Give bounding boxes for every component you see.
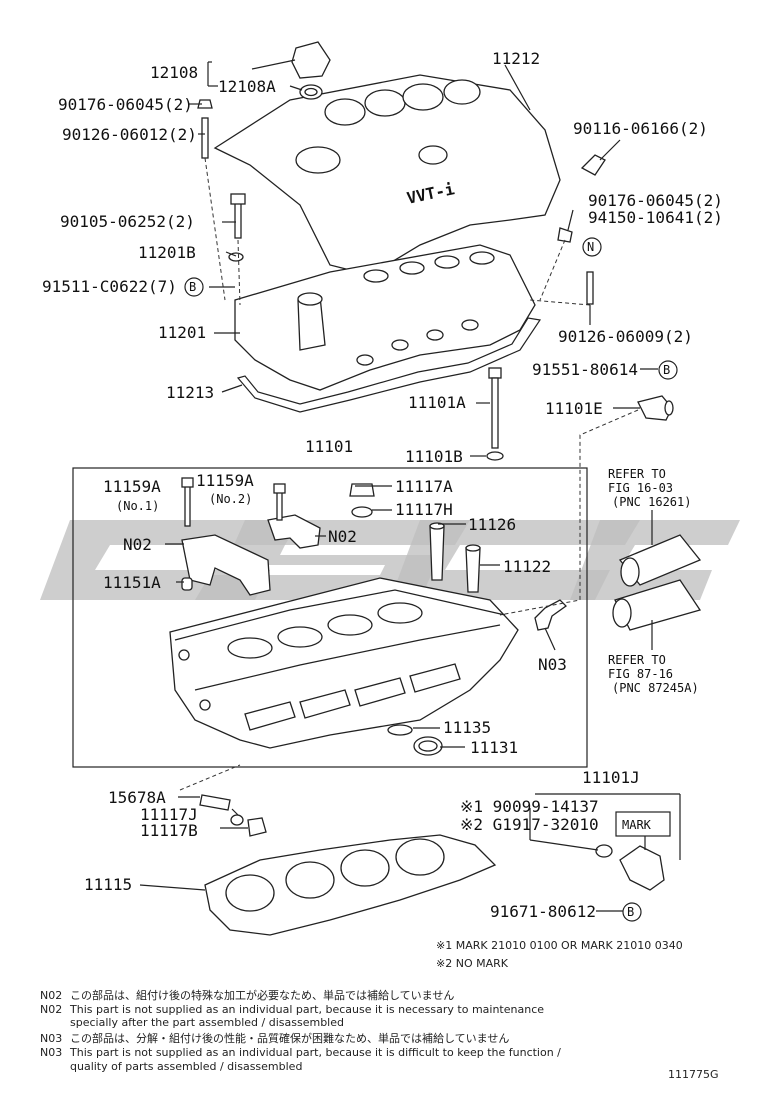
top-hardware	[197, 99, 606, 305]
refer1-line3: (PNC 16261)	[612, 495, 691, 509]
part-labels: 12108 12108A 11212 90176-06045(2) 90126-…	[42, 49, 723, 921]
label-11101: 11101	[305, 437, 353, 456]
hoses	[612, 534, 702, 631]
refer1-line2: FIG 16-03	[608, 481, 673, 495]
label-90116: 90116-06166(2)	[573, 119, 708, 138]
label-91551: 91551-80614	[532, 360, 638, 379]
label-n03: N03	[538, 655, 567, 674]
illustration-id: 111775G	[668, 1068, 719, 1081]
label-mark: MARK	[622, 818, 652, 832]
refer-notes: REFER TO FIG 16-03 (PNC 16261) REFER TO …	[608, 467, 699, 695]
label-94150: 94150-10641(2)	[588, 208, 723, 227]
label-11117b: 11117B	[140, 821, 198, 840]
label-11122: 11122	[503, 557, 551, 576]
oil-filler-cap	[291, 41, 331, 100]
circle-b-label: B	[627, 905, 634, 919]
label-11101j: 11101J	[582, 768, 640, 787]
note-text: この部品は、分解・組付け後の性能・品質確保が困難なため、単品では補給していません	[70, 1031, 509, 1045]
label-90126-b: 90126-06009(2)	[558, 327, 693, 346]
label-90105: 90105-06252(2)	[60, 212, 195, 231]
cylinder-head-assembly-box	[72, 467, 588, 768]
label-11159a-1: 11159A	[103, 477, 161, 496]
note-code: N03	[40, 1032, 62, 1045]
label-11135: 11135	[443, 718, 491, 737]
note-text: quality of parts assembled / disassemble…	[70, 1060, 302, 1073]
footnote-mark1: ※1 MARK 21010 0100 OR MARK 21010 0340	[436, 939, 683, 952]
leader-lines	[139, 59, 681, 912]
cylinder-head-cover: VVT-i	[213, 74, 561, 276]
head-bolt	[486, 367, 504, 461]
label-11101e: 11101E	[545, 399, 603, 418]
pipe-n03	[534, 599, 568, 631]
label-g1917: ※2 G1917-32010	[460, 815, 599, 834]
label-n02-b: N02	[328, 527, 357, 546]
label-11101a: 11101A	[408, 393, 466, 412]
refer1-line1: REFER TO	[608, 467, 666, 481]
label-no1: (No.1)	[116, 499, 159, 513]
plugs	[349, 483, 375, 518]
refer2-line1: REFER TO	[608, 653, 666, 667]
refer2-line3: (PNC 87245A)	[612, 681, 699, 695]
note-code: N03	[40, 1046, 62, 1059]
label-15678a: 15678A	[108, 788, 166, 807]
label-91671: 91671-80612	[490, 902, 596, 921]
head-cover-gasket	[236, 317, 542, 413]
label-12108a: 12108A	[218, 77, 276, 96]
sensor-11101j	[595, 811, 671, 891]
label-11131: 11131	[470, 738, 518, 757]
label-12108: 12108	[150, 63, 198, 82]
valve-guides	[429, 522, 481, 593]
label-11201b: 11201B	[138, 243, 196, 262]
label-11212: 11212	[492, 49, 540, 68]
circle-n-label: N	[587, 240, 594, 254]
note-code: N02	[40, 989, 62, 1002]
label-91511: 91511-C0622(7)	[42, 277, 177, 296]
label-90126-a: 90126-06012(2)	[62, 125, 197, 144]
label-11101b: 11101B	[405, 447, 463, 466]
label-11201: 11201	[158, 323, 206, 342]
lower-small-parts	[199, 794, 267, 837]
note-text: This part is not supplied as an individu…	[69, 1003, 544, 1016]
circle-b-label: B	[189, 280, 196, 294]
mark-footnotes: ※1 MARK 21010 0100 OR MARK 21010 0340 ※2…	[436, 939, 683, 970]
note-code: N02	[40, 1003, 62, 1016]
label-no2: (No.2)	[209, 492, 252, 506]
circle-b-label: B	[663, 363, 670, 377]
label-11159a-2: 11159A	[196, 471, 254, 490]
footnote-mark2: ※2 NO MARK	[436, 957, 509, 970]
label-11151a: 11151A	[103, 573, 161, 592]
camshaft-housing	[234, 244, 536, 391]
label-90176-a: 90176-06045(2)	[58, 95, 193, 114]
circled-markers: B N B B	[184, 237, 678, 922]
refer2-line2: FIG 87-16	[608, 667, 673, 681]
note-text: この部品は、組付け後の特殊な加工が必要なため、単品では補給していません	[70, 988, 454, 1002]
mark-box	[615, 811, 671, 837]
label-11117h: 11117H	[395, 500, 453, 519]
notes-block: N02 この部品は、組付け後の特殊な加工が必要なため、単品では補給していません …	[40, 988, 561, 1073]
label-11117j: 11117J	[140, 805, 198, 824]
label-90099: ※1 90099-14137	[460, 797, 599, 816]
note-text: specially after the part assembled / dis…	[70, 1016, 344, 1029]
dashed-guides	[179, 157, 639, 791]
label-90176-b: 90176-06045(2)	[588, 191, 723, 210]
sensor-11101e	[637, 395, 674, 421]
head-gasket	[204, 834, 497, 936]
label-11126: 11126	[468, 515, 516, 534]
camshaft-bearing-caps	[181, 477, 321, 596]
cylinder-head	[169, 577, 519, 749]
label-11213: 11213	[166, 383, 214, 402]
seals	[387, 724, 443, 756]
note-text: This part is not supplied as an individu…	[69, 1046, 561, 1059]
label-11117a: 11117A	[395, 477, 453, 496]
label-11115: 11115	[84, 875, 132, 894]
label-n02-a: N02	[123, 535, 152, 554]
